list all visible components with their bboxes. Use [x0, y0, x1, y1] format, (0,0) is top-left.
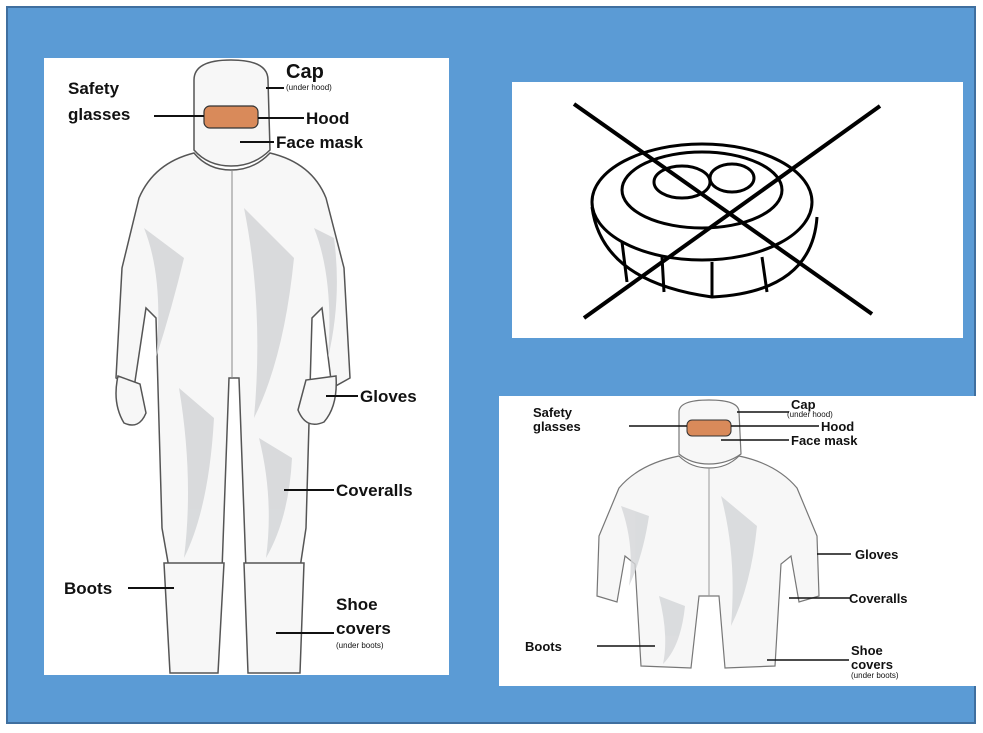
- prohibited-cross-icon: [574, 104, 880, 318]
- small-safety-label: Safety: [533, 406, 572, 419]
- small-shoe-label: Shoe: [851, 644, 883, 657]
- cleanroom-suit-illustration-small: [499, 396, 977, 686]
- covers-sub-label: (under boots): [336, 642, 384, 650]
- small-boots-label: Boots: [525, 640, 562, 653]
- face-mask-label: Face mask: [276, 134, 363, 151]
- gloves-label: Gloves: [360, 388, 417, 405]
- small-covers-sub-label: (under boots): [851, 672, 899, 680]
- cleanroom-suit-diagram-large: Cap (under hood) Safety glasses Hood Fac…: [44, 58, 449, 675]
- small-coveralls-label: Coveralls: [849, 592, 908, 605]
- covers-label: covers: [336, 620, 391, 637]
- coveralls-label: Coveralls: [336, 482, 413, 499]
- prohibited-jewelry-panel: [512, 82, 963, 338]
- small-hood-label: Hood: [821, 420, 854, 433]
- cap-label: Cap: [286, 62, 324, 82]
- glasses-label: glasses: [68, 106, 130, 123]
- ring-jewelry-icon: [512, 82, 963, 338]
- cleanroom-suit-diagram-small: Cap (under hood) Safety glasses Hood Fac…: [499, 396, 977, 686]
- small-glasses-label: glasses: [533, 420, 581, 433]
- small-cap-sub-label: (under hood): [787, 411, 833, 419]
- small-face-mask-label: Face mask: [791, 434, 858, 447]
- small-gloves-label: Gloves: [855, 548, 898, 561]
- shoe-label: Shoe: [336, 596, 378, 613]
- hood-label: Hood: [306, 110, 349, 127]
- safety-label: Safety: [68, 80, 119, 97]
- small-covers-label: covers: [851, 658, 893, 671]
- boots-label: Boots: [64, 580, 112, 597]
- cap-sub-label: (under hood): [286, 84, 332, 92]
